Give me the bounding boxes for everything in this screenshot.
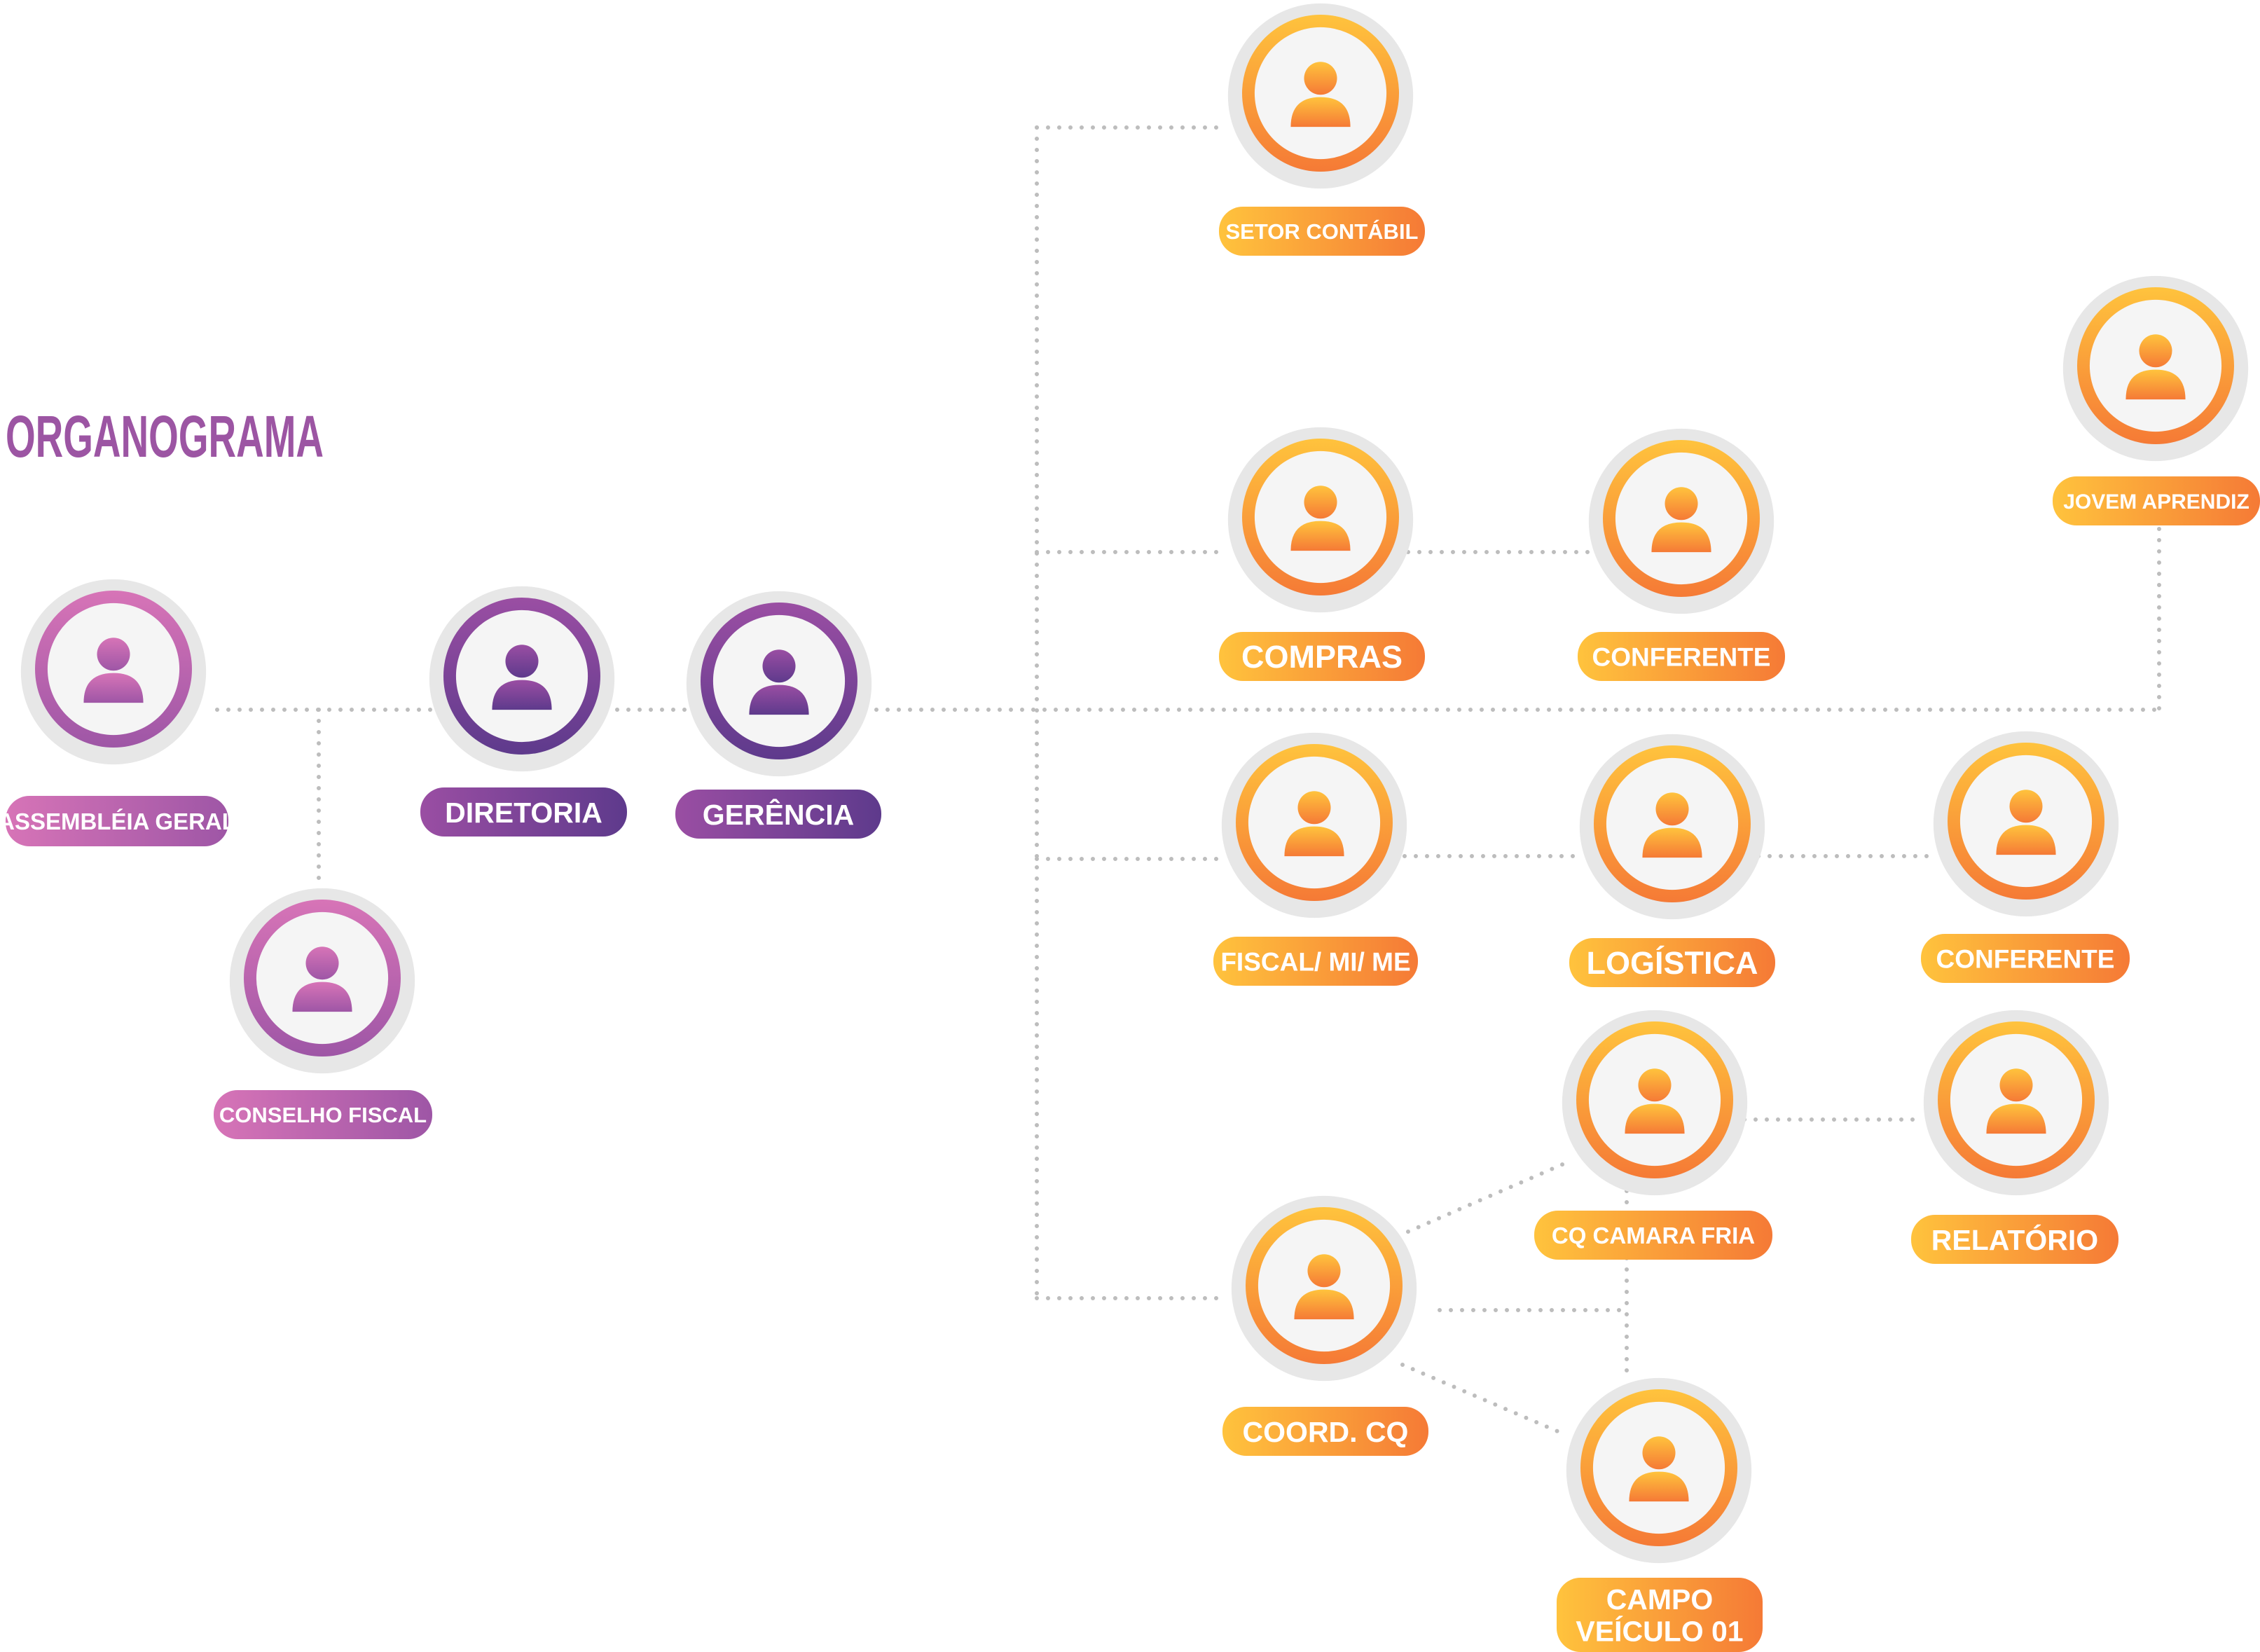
org-node-jovem-aprendiz[interactable]: JOVEM APRENDIZ: [2053, 275, 2260, 525]
org-node-relatorio[interactable]: RELATÓRIO: [1911, 1010, 2118, 1264]
person-icon-body: [1996, 825, 2056, 855]
person-icon-head: [1638, 1068, 1672, 1102]
person-icon: [1290, 62, 1351, 128]
person-icon-body: [1642, 827, 1702, 858]
label-badge: [214, 1090, 432, 1139]
person-icon-head: [1304, 62, 1337, 95]
person-icon-body: [83, 673, 144, 703]
person-icon-body: [1294, 1289, 1354, 1320]
node-label: JOVEM APRENDIZ: [2063, 490, 2249, 514]
node-label: DIRETORIA: [445, 797, 602, 829]
label-badge: [1219, 207, 1425, 256]
org-node-setor-contabil[interactable]: SETOR CONTÁBIL: [1219, 3, 1425, 256]
label-badge: [1911, 1215, 2118, 1264]
person-icon-head: [505, 645, 539, 678]
person-icon: [1290, 486, 1351, 551]
org-node-conferente-2[interactable]: CONFERENTE: [1921, 731, 2130, 983]
connector-line: [1400, 1363, 1568, 1437]
person-icon-head: [1307, 1254, 1341, 1288]
label-badge: [1578, 632, 1785, 681]
node-label: CAMPO: [1606, 1583, 1714, 1616]
person-icon: [1642, 792, 1702, 858]
label-badge: [1557, 1578, 1763, 1652]
label-badge: [1921, 934, 2130, 983]
person-icon-head: [1642, 1436, 1676, 1470]
node-label: GERÊNCIA: [703, 799, 854, 831]
node-label: VEÍCULO 01: [1576, 1616, 1743, 1648]
node-label: LOGÍSTICA: [1587, 945, 1758, 981]
label-badge: [6, 796, 228, 846]
person-icon-body: [749, 684, 809, 715]
node-label: COMPRAS: [1241, 639, 1403, 675]
org-node-conferente-1[interactable]: CONFERENTE: [1578, 428, 1785, 681]
label-badge: [2053, 476, 2260, 525]
org-node-gerencia[interactable]: GERÊNCIA: [675, 591, 881, 839]
node-label: SETOR CONTÁBIL: [1226, 219, 1419, 244]
node-label: CQ CAMARA FRIA: [1552, 1223, 1755, 1248]
person-icon-body: [1651, 522, 1711, 553]
node-label: ASSEMBLÉIA GERAL: [0, 808, 236, 834]
node-layer: ASSEMBLÉIA GERAL CONSELHO FISCAL DIRETORIA…: [0, 3, 2260, 1652]
person-icon: [1625, 1068, 1685, 1134]
person-icon-head: [1297, 791, 1331, 825]
label-badge: [1213, 937, 1418, 986]
person-icon: [1284, 791, 1344, 857]
person-icon: [1986, 1068, 2046, 1134]
node-label: COORD. CQ: [1243, 1416, 1409, 1448]
person-icon: [83, 638, 144, 703]
person-icon-head: [1655, 792, 1689, 826]
person-icon-body: [1284, 826, 1344, 857]
person-icon-head: [2009, 790, 2043, 823]
label-badge: [420, 787, 627, 837]
person-icon-head: [762, 649, 796, 683]
person-icon: [1294, 1254, 1354, 1320]
label-badge: [1222, 1407, 1428, 1456]
person-icon-body: [1625, 1103, 1685, 1134]
person-icon: [1651, 487, 1711, 553]
org-node-logistica[interactable]: LOGÍSTICA: [1569, 734, 1775, 987]
person-icon-body: [2125, 369, 2186, 400]
person-icon-head: [1665, 487, 1698, 521]
person-icon-body: [1290, 521, 1351, 551]
person-icon-body: [292, 982, 352, 1012]
person-icon-body: [1629, 1471, 1689, 1502]
person-icon-head: [1304, 486, 1337, 519]
person-icon: [492, 645, 552, 710]
person-icon-body: [492, 680, 552, 710]
person-icon: [1996, 790, 2056, 855]
person-icon-body: [1986, 1103, 2046, 1134]
label-badge: [1219, 632, 1425, 681]
label-badge: [1534, 1211, 1772, 1260]
person-icon-head: [97, 638, 130, 671]
label-badge: [675, 790, 881, 839]
label-badge: [1569, 938, 1775, 987]
org-node-compras[interactable]: COMPRAS: [1219, 427, 1425, 681]
org-node-diretoria[interactable]: DIRETORIA: [420, 586, 627, 837]
node-label: CONFERENTE: [1592, 642, 1771, 671]
org-node-coord-cq[interactable]: COORD. CQ: [1222, 1195, 1428, 1456]
org-node-cq-camara[interactable]: CQ CAMARA FRIA: [1534, 1010, 1772, 1260]
person-icon-body: [1290, 97, 1351, 128]
connector-lines: [215, 125, 2161, 1437]
node-label: RELATÓRIO: [1931, 1224, 2098, 1256]
person-icon: [292, 947, 352, 1012]
person-icon-head: [2139, 334, 2172, 368]
person-icon: [2125, 334, 2186, 400]
person-icon-head: [1999, 1068, 2033, 1102]
person-icon: [749, 649, 809, 715]
org-node-fiscal[interactable]: FISCAL/ MI/ ME: [1213, 732, 1418, 986]
org-node-conselho[interactable]: CONSELHO FISCAL: [214, 888, 432, 1139]
org-node-assembleia[interactable]: ASSEMBLÉIA GERAL: [0, 579, 236, 846]
page-title: ORGANOGRAMA: [6, 404, 324, 469]
node-label: FISCAL/ MI/ ME: [1220, 947, 1410, 976]
person-icon-head: [305, 947, 339, 980]
node-label: CONFERENTE: [1936, 944, 2115, 973]
person-icon: [1629, 1436, 1689, 1502]
node-label: CONSELHO FISCAL: [219, 1103, 427, 1127]
